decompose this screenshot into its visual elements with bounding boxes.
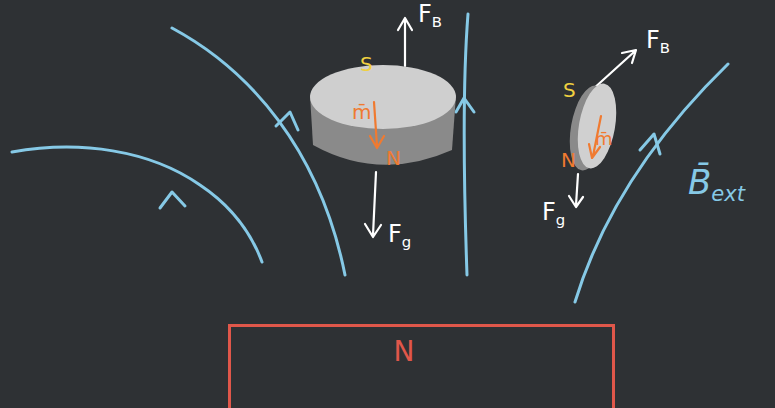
subscript: B [432,13,442,31]
moment-label: m̄ [352,102,371,122]
disk-magnet: Sm̄ N [555,72,620,187]
shape-outline [228,324,615,408]
force-label: FB [418,2,442,30]
force-label: FB [646,28,670,56]
subscript: B [660,39,670,57]
field-line [464,14,468,275]
pole-label: N [386,148,401,168]
force-label: Fg [542,200,565,228]
field-line [172,28,345,275]
field-label: B̄ext [688,165,745,204]
bar-magnet: N [228,324,615,408]
force-arrow [398,18,412,66]
pole-label: S [360,54,373,74]
subscript: g [402,233,411,251]
shape-outline [300,50,465,175]
force-label: Fg [388,222,411,250]
pole-label: S [563,80,576,100]
field-arrow [456,98,474,112]
moment-label: m̄ [595,130,613,148]
pole-label: N [561,150,576,170]
field-arrow [160,192,185,208]
field-line [12,147,262,262]
field-arrow [276,112,298,130]
pole-label: N [394,338,415,366]
subscript: g [556,211,565,229]
disk-magnet: Sm̄ N [300,50,465,175]
force-arrow [569,174,583,207]
subscript: ext [711,181,745,206]
field-arrow [640,134,660,154]
force-arrow [592,50,636,90]
force-arrow [365,172,381,237]
